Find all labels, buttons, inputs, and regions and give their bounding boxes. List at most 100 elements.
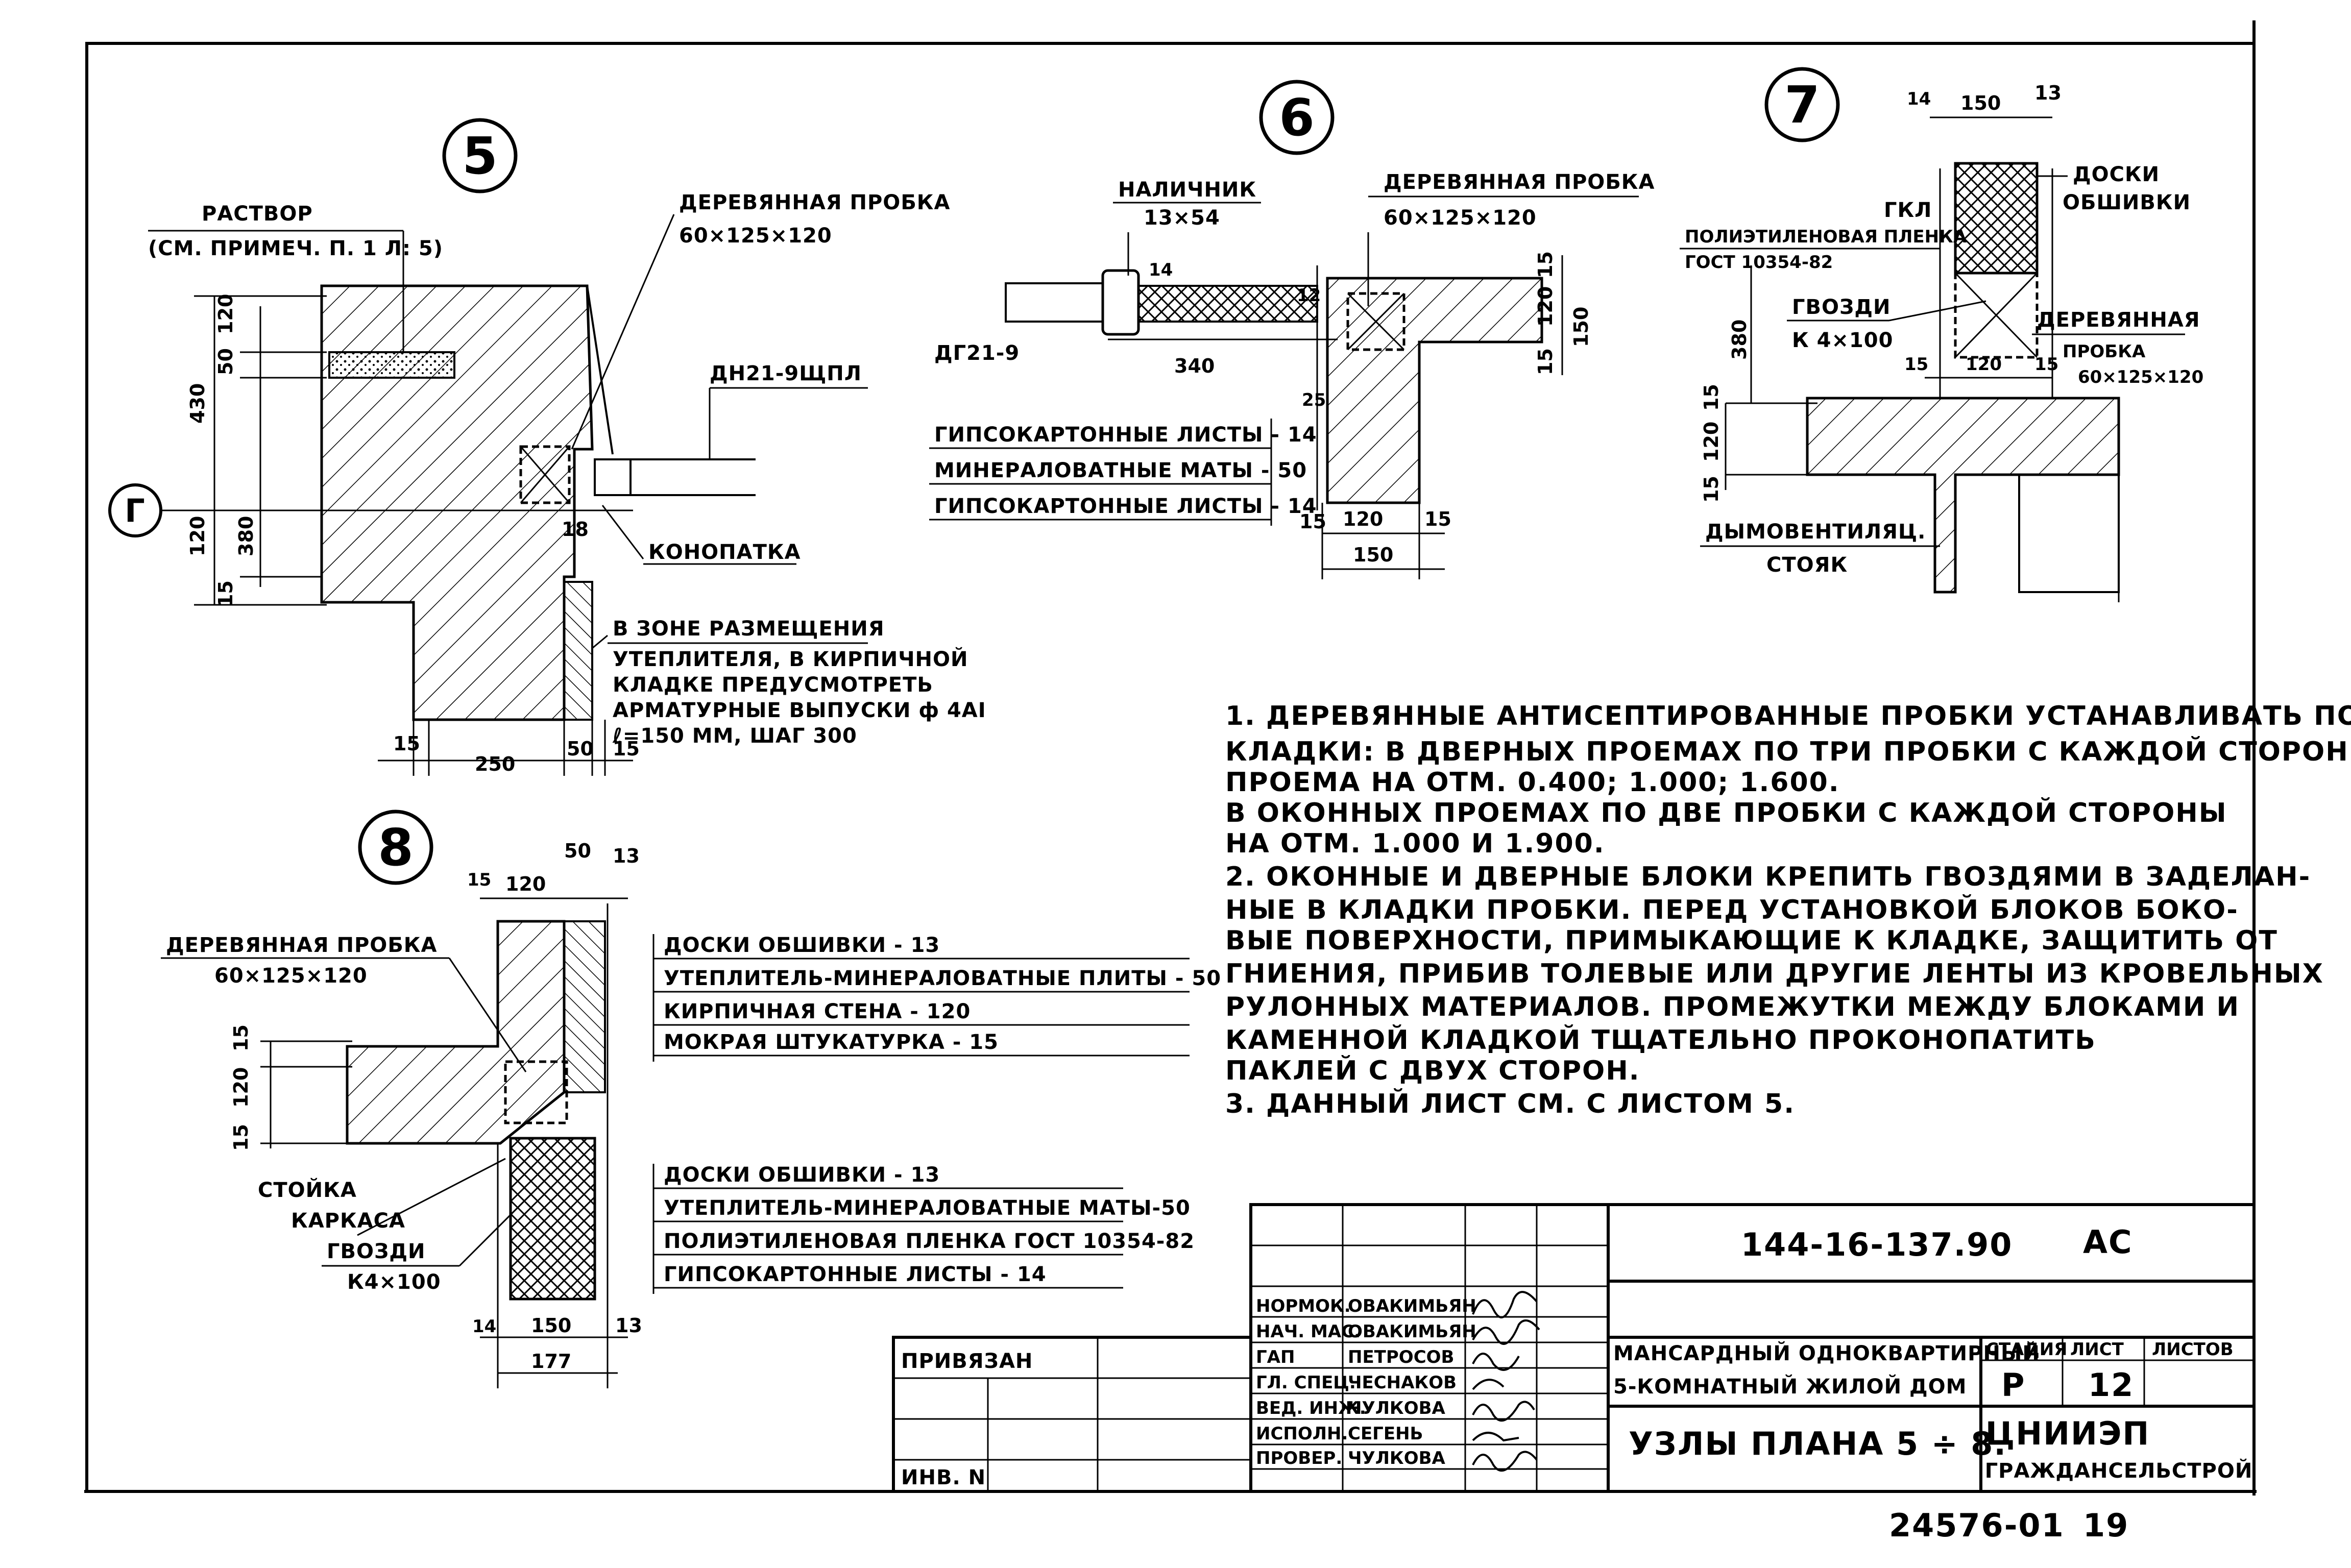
title-block — [892, 1203, 2256, 1493]
detail-7: 7 ГКЛ ПОЛИЭТИЛЕНОВАЯ ПЛЕНКА ГОСТ 10354-8… — [1680, 67, 2203, 602]
insulation-8-upper — [563, 920, 606, 1093]
role-2: НАЧ. МАС. — [1256, 1321, 1361, 1342]
dims-6 — [1108, 255, 1563, 579]
role-3: ГАП — [1256, 1347, 1295, 1367]
sheet-header: ЛИСТ — [2070, 1339, 2124, 1360]
dim-5-430: 430 — [186, 383, 209, 424]
layer-6-2: МИНЕРАЛОВАТНЫЕ МАТЫ - 50 — [934, 459, 1307, 482]
dim-7-14: 14 — [1907, 89, 1931, 109]
dim-8-150: 150 — [531, 1314, 571, 1337]
plug-label-7a: ДЕРЕВЯННАЯ — [2037, 308, 2200, 332]
sheet-value: 12 — [2088, 1366, 2134, 1404]
dim-8-14: 14 — [472, 1316, 496, 1337]
detail-6-marker — [1259, 80, 1335, 155]
note-line-5: НА ОТМ. 1.000 И 1.900. — [1225, 828, 1605, 859]
window-label-5: ДН21-9ЩПЛ — [710, 362, 862, 385]
plug-label-6: ДЕРЕВЯННАЯ ПРОБКА — [1384, 170, 1655, 194]
signer-1: ОВАКИМЬЯН — [1348, 1296, 1476, 1316]
title-block-text: 144-16-137.90 АС МАНСАРДНЫЙ ОДНОКВАРТИРН… — [901, 1223, 2252, 1489]
dim-6-14: 14 — [1149, 260, 1173, 280]
brick-wall-5 — [320, 284, 594, 721]
stage-value: Р — [2001, 1366, 2025, 1404]
cladding-boards-7 — [1954, 162, 2039, 275]
nails-size-8: К4×100 — [347, 1270, 441, 1294]
zone-note-5: ℓ=150 ММ, ШАГ 300 — [612, 724, 857, 748]
dim-6-150: 150 — [1570, 307, 1592, 347]
layer-8-l1: ДОСКИ ОБШИВКИ - 13 — [664, 1163, 940, 1187]
stage-header: СТАДИЯ — [1986, 1339, 2067, 1360]
dim-6-150b: 150 — [1353, 544, 1393, 566]
layer-6-1: ГИПСОКАРТОННЫЕ ЛИСТЫ - 14 — [934, 423, 1317, 447]
signer-6: СЕГЕНЬ — [1348, 1424, 1423, 1444]
dims-5-horizontal — [378, 720, 633, 776]
org-name-2: ГРАЖДАНСЕЛЬСТРОЙ — [1985, 1458, 2253, 1483]
detail-6-number: 6 — [1279, 88, 1315, 148]
note-line-4: В ОКОННЫХ ПРОЕМАХ ПО ДВЕ ПРОБКИ С КАЖДОЙ… — [1225, 797, 2227, 828]
plug-size-7: 60×125×120 — [2078, 367, 2203, 387]
detail-7-number: 7 — [1784, 75, 1820, 135]
insulation-5 — [563, 581, 593, 721]
zone-note-1: В ЗОНЕ РАЗМЕЩЕНИЯ — [613, 617, 885, 641]
sheets-header: ЛИСТОВ — [2152, 1339, 2234, 1360]
dim-8-13b: 13 — [615, 1314, 642, 1337]
detail-5-marker — [442, 118, 518, 193]
plug-label-8: ДЕРЕВЯННАЯ ПРОБКА — [166, 934, 437, 957]
role-7: ПРОВЕР. — [1256, 1448, 1342, 1468]
dim-6-25: 25 — [1302, 390, 1326, 410]
note-line-3: ПРОЕМА НА ОТМ. 0.400; 1.000; 1.600. — [1225, 767, 1840, 798]
dim-7-150: 150 — [1960, 92, 2001, 114]
detail-8-number: 8 — [378, 818, 414, 877]
door-frame — [1137, 285, 1318, 323]
dim-8-50: 50 — [564, 840, 591, 862]
smoke-riser — [2018, 474, 2120, 593]
dim-6-15c: 15 — [1299, 510, 1326, 533]
dim-5-15b: 15 — [393, 732, 420, 755]
dim-5-18: 18 — [562, 518, 589, 541]
project-name-1: МАНСАРДНЫЙ ОДНОКВАРТИРНЫЙ — [1613, 1341, 2040, 1365]
dim-5-15a: 15 — [214, 580, 237, 607]
gkl-label: ГКЛ — [1884, 199, 1932, 222]
drawing-code: 144-16-137.90 — [1741, 1226, 2013, 1263]
dim-5-50: 50 — [214, 348, 237, 375]
detail-6: 6 НАЛИЧНИК 13×54 ДЕРЕВЯННАЯ ПРОБКА 60×12… — [929, 80, 1655, 579]
layer-8-u2: УТЕПЛИТЕЛЬ-МИНЕРАЛОВАТНЫЕ ПЛИТЫ - 50 — [664, 967, 1221, 990]
signer-4: ЧЕСНАКОВ — [1348, 1373, 1457, 1393]
dim-7-15d: 15 — [1700, 476, 1723, 503]
signer-3: ПЕТРОСОВ — [1348, 1347, 1454, 1367]
dims-5-vertical — [194, 295, 327, 606]
signature-scribbles — [1472, 1291, 1540, 1472]
layer-8-l3: ПОЛИЭТИЛЕНОВАЯ ПЛЕНКА ГОСТ 10354-82 — [664, 1230, 1195, 1253]
dim-8-120: 120 — [505, 873, 546, 895]
signer-7: ЧУЛКОВА — [1348, 1448, 1446, 1468]
casing-trim — [1101, 269, 1140, 336]
plug-label-7b: ПРОБКА — [2063, 341, 2146, 362]
mortar-label: РАСТВОР — [202, 202, 313, 226]
dim-7-15c: 15 — [1700, 384, 1723, 411]
layer-6-3: ГИПСОКАРТОННЫЕ ЛИСТЫ - 14 — [934, 495, 1317, 518]
dim-8-15b: 15 — [230, 1024, 252, 1051]
dim-6-15b: 15 — [1534, 348, 1557, 375]
dim-5-50b: 50 — [567, 738, 594, 760]
mortar-strip — [328, 351, 455, 379]
detail-8-marker — [358, 810, 433, 885]
partition-wall — [1326, 277, 1543, 504]
detail-5: 5 РАСТВОР (СМ. ПРИМЕЧ. П. 1 Л: 5) ДЕРЕВЯ… — [108, 118, 986, 776]
zone-note-2: УТЕПЛИТЕЛЯ, В КИРПИЧНОЙ — [613, 647, 968, 671]
dim-5-380: 380 — [235, 516, 257, 556]
plug-label-5: ДЕРЕВЯННАЯ ПРОБКА — [679, 191, 950, 214]
archive-number: 24576-01 — [1889, 1507, 2065, 1544]
dim-6-12: 12 — [1297, 285, 1321, 306]
boards-label-7a: ДОСКИ — [2073, 163, 2160, 186]
dim-7-120b: 120 — [1700, 422, 1723, 462]
dim-7-380: 380 — [1728, 320, 1751, 360]
dim-6-15a: 15 — [1534, 251, 1557, 278]
note-line-6: 2. ОКОННЫЕ И ДВЕРНЫЕ БЛОКИ КРЕПИТЬ ГВОЗД… — [1225, 862, 2311, 892]
dim-8-15c: 15 — [230, 1124, 252, 1151]
page-number: 19 — [2083, 1507, 2129, 1544]
dim-6-340: 340 — [1174, 355, 1215, 377]
nails-size-7: К 4×100 — [1792, 329, 1893, 352]
film-label-7: ПОЛИЭТИЛЕНОВАЯ ПЛЕНКА — [1685, 227, 1967, 247]
wood-plug-5 — [519, 445, 571, 504]
casing-label: НАЛИЧНИК — [1118, 178, 1256, 202]
zone-note-3: КЛАДКЕ ПРЕДУСМОТРЕТЬ — [613, 673, 933, 697]
